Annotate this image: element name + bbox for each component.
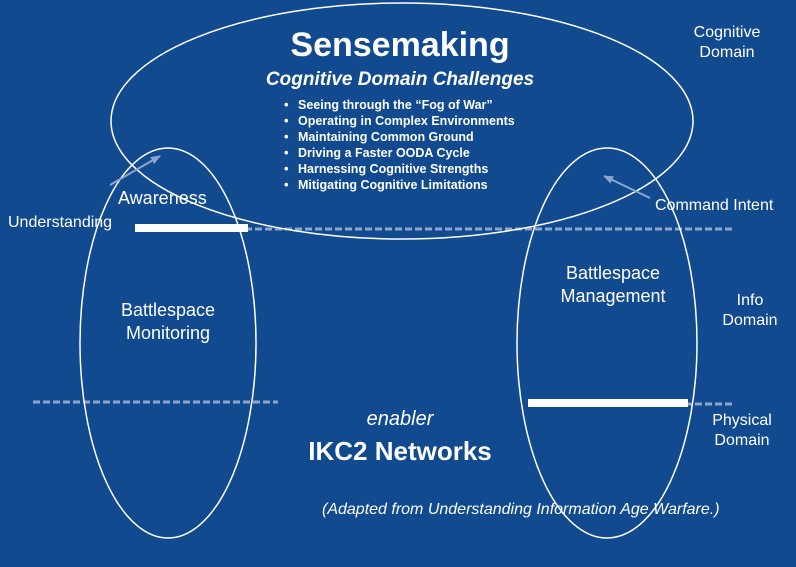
- sensemaking-ellipse: [110, 2, 694, 240]
- awareness-label: Awareness: [118, 188, 207, 208]
- challenge-item: Operating in Complex Environments: [284, 113, 515, 129]
- understanding-bar: [135, 224, 248, 232]
- command-intent-label: Command Intent: [655, 197, 774, 214]
- command-intent-arrow: [603, 175, 651, 199]
- challenge-item: Mitigating Cognitive Limitations: [284, 177, 515, 193]
- understanding-arrow: [109, 155, 161, 186]
- diagram-subtitle: Cognitive Domain Challenges: [265, 69, 535, 90]
- enabler-label: enabler: [366, 408, 434, 430]
- understanding-label: Understanding: [8, 214, 113, 231]
- battlespace-management-label: Battlespace Management: [560, 263, 666, 306]
- physical-domain-label: Physical Domain: [712, 412, 772, 449]
- challenge-item: Maintaining Common Ground: [284, 129, 515, 145]
- challenge-item: Driving a Faster OODA Cycle: [284, 145, 515, 161]
- diagram-title: Sensemaking: [290, 26, 510, 64]
- management-ellipse: [516, 147, 698, 539]
- battlespace-monitoring-label: Battlespace Monitoring: [120, 300, 216, 343]
- challenge-item: Seeing through the “Fog of War”: [284, 97, 515, 113]
- cognitive-domain-label: Cognitive Domain: [693, 24, 761, 61]
- networks-label: IKC2 Networks: [308, 436, 492, 466]
- challenge-item: Harnessing Cognitive Strengths: [284, 161, 515, 177]
- info-domain-label: Info Domain: [722, 292, 778, 329]
- monitoring-ellipse: [79, 147, 257, 539]
- management-bar: [528, 399, 688, 407]
- challenge-list: Seeing through the “Fog of War” Operatin…: [284, 97, 515, 193]
- source-note: (Adapted from Understanding Information …: [322, 501, 720, 518]
